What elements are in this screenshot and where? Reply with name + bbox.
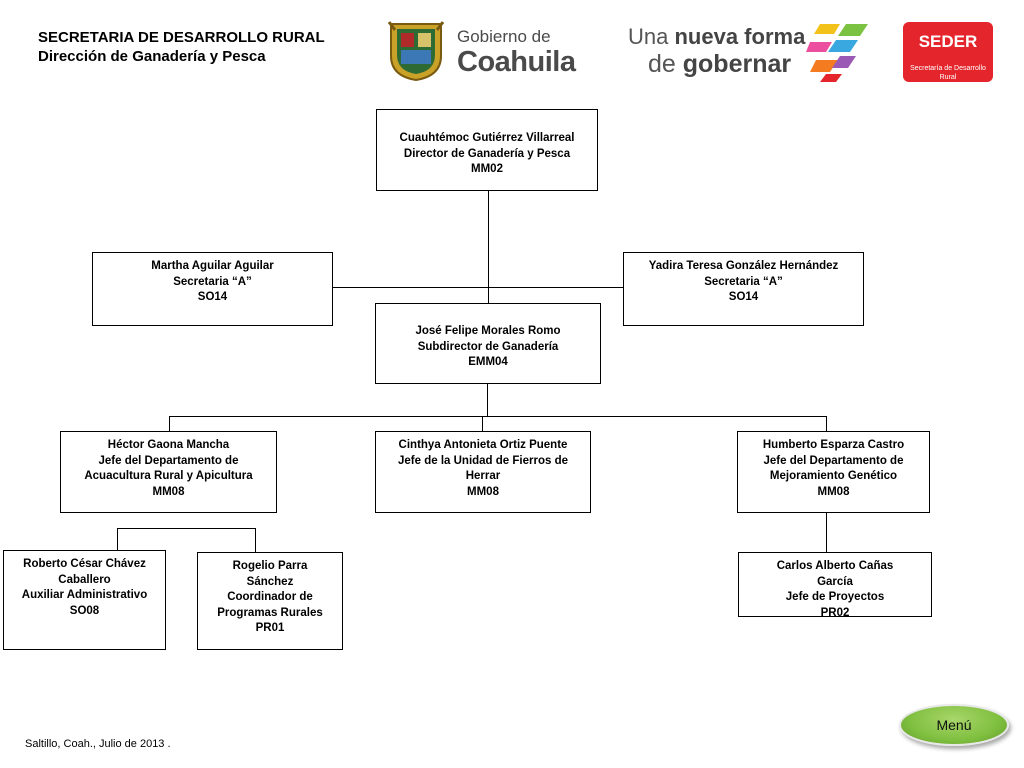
connector-aux: [117, 528, 118, 551]
gobierno-coahuila-logo: Gobierno de Coahuila: [457, 28, 602, 82]
footer-location-date: Saltillo, Coah., Julio de 2013 .: [25, 738, 171, 750]
jefe-acuacultura-code: MM08: [152, 485, 185, 498]
connector-director-down: [488, 190, 489, 303]
jefe-acuacultura-name: Héctor Gaona Mancha: [107, 439, 230, 451]
director-code: MM02: [471, 163, 503, 175]
jefe-proyectos-role: Jefe de Proyectos: [785, 591, 885, 603]
jefe-fierros-code: MM08: [467, 485, 499, 498]
secretary-right-name: Yadira Teresa González Hernández: [648, 260, 839, 272]
secretary-left-box: Martha Aguilar Aguilar Secretaria “A” SO…: [92, 252, 333, 326]
jefe-fierros-role1: Jefe de la Unidad de Fierros de: [398, 454, 568, 467]
slogan-logo: Una nueva forma de gobernar: [628, 24, 808, 84]
jefe-proyectos-name2: García: [817, 575, 853, 588]
coordinador-role1: Coordinador de: [227, 591, 313, 603]
header-title: SECRETARIA DE DESARROLLO RURAL: [38, 29, 325, 46]
jefe-fierros-role2: Herrar: [465, 470, 501, 482]
color-tiles-icon: [806, 20, 872, 82]
coahuila-line2: Coahuila: [457, 46, 576, 78]
subdirector-role: Subdirector de Ganadería: [417, 340, 559, 353]
subdirector-box: José Felipe Morales Romo Subdirector de …: [375, 303, 601, 384]
coordinador-code: PR01: [255, 622, 285, 634]
jefe-acuacultura-role2: Acuacultura Rural y Apicultura: [84, 470, 253, 482]
connector-jefe-fierros: [482, 416, 483, 432]
subdirector-name: José Felipe Morales Romo: [415, 325, 561, 337]
header-subtitle: Dirección de Ganadería y Pesca: [38, 48, 266, 65]
coat-of-arms-icon: [385, 20, 447, 82]
jefe-mejoramiento-role2: Mejoramiento Genético: [769, 470, 898, 482]
seder-subtitle: Secretaría de Desarrollo Rural: [910, 65, 986, 81]
director-box: Cuauhtémoc Gutiérrez Villarreal Director…: [376, 109, 598, 191]
page-header: SECRETARIA DE DESARROLLO RURAL Dirección…: [38, 28, 325, 66]
auxiliar-role: Auxiliar Administrativo: [21, 589, 148, 601]
auxiliar-box: Roberto César Chávez Caballero Auxiliar …: [3, 550, 166, 650]
secretary-left-code: SO14: [197, 291, 228, 303]
connector-coord: [255, 528, 256, 553]
slogan-part3: de: [648, 50, 683, 78]
jefe-acuacultura-box: Héctor Gaona Mancha Jefe del Departament…: [60, 431, 277, 513]
connector-acua-children: [117, 528, 256, 529]
jefe-mejoramiento-box: Humberto Esparza Castro Jefe del Departa…: [737, 431, 930, 513]
connector-jefe-mejora: [826, 416, 827, 432]
jefe-proyectos-box: Carlos Alberto Cañas García Jefe de Proy…: [738, 552, 932, 619]
director-role: Director de Ganadería y Pesca: [403, 147, 571, 160]
auxiliar-name1: Roberto César Chávez: [23, 558, 146, 570]
auxiliar-code: SO08: [69, 604, 100, 617]
director-name: Cuauhtémoc Gutiérrez Villarreal: [399, 132, 575, 144]
seder-title: SEDER: [918, 32, 978, 51]
coordinador-box: Rogelio Parra Sánchez Coordinador de Pro…: [197, 552, 343, 650]
jefe-acuacultura-role1: Jefe del Departamento de: [98, 454, 239, 467]
jefe-fierros-name: Cinthya Antonieta Ortiz Puente: [398, 439, 568, 451]
secretary-right-role: Secretaria “A”: [704, 275, 783, 288]
coordinador-role2: Programas Rurales: [217, 606, 323, 619]
jefe-mejoramiento-role1: Jefe del Departamento de: [763, 454, 904, 467]
secretary-right-box: Yadira Teresa González Hernández Secreta…: [623, 252, 864, 326]
connector-mejora-down: [826, 512, 827, 553]
coordinador-name2: Sánchez: [246, 575, 294, 588]
auxiliar-name2: Caballero: [58, 573, 111, 586]
jefe-mejoramiento-code: MM08: [817, 485, 850, 498]
connector-subdirector-down: [487, 384, 488, 417]
coordinador-name1: Rogelio Parra: [232, 560, 308, 572]
secretary-right-code: SO14: [728, 291, 759, 303]
secretary-left-role: Secretaria “A”: [173, 275, 252, 288]
menu-button[interactable]: Menú: [899, 704, 1009, 746]
seder-logo: SEDER Secretaría de Desarrollo Rural: [903, 22, 993, 82]
jefe-proyectos-name1: Carlos Alberto Cañas: [776, 560, 894, 572]
slogan-part1: Una: [628, 24, 675, 49]
subdirector-code: EMM04: [468, 356, 508, 368]
jefe-mejoramiento-name: Humberto Esparza Castro: [762, 439, 905, 451]
connector-jefes-horizontal: [169, 416, 827, 417]
connector-secretaries: [332, 287, 624, 288]
jefe-fierros-box: Cinthya Antonieta Ortiz Puente Jefe de l…: [375, 431, 591, 513]
connector-jefe-acua: [169, 416, 170, 432]
jefe-proyectos-code: PR02: [820, 606, 850, 619]
coahuila-line1: Gobierno de: [457, 27, 551, 46]
secretary-left-name: Martha Aguilar Aguilar: [151, 260, 274, 272]
slogan-part2: nueva forma: [674, 24, 806, 49]
slogan-part4: gobernar: [682, 50, 792, 78]
